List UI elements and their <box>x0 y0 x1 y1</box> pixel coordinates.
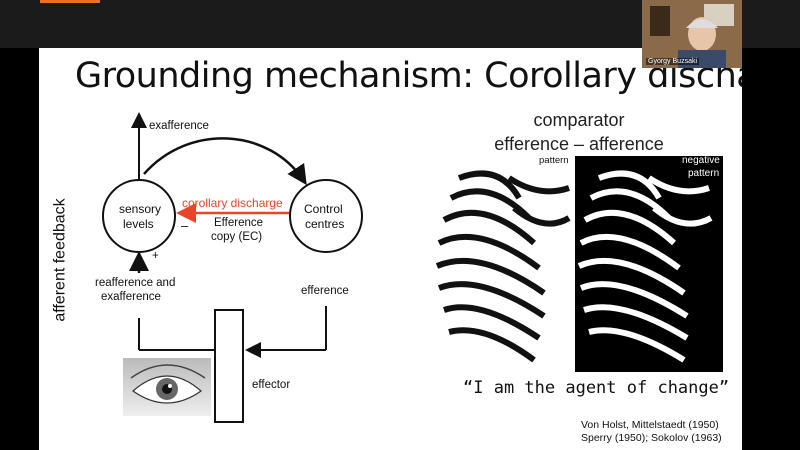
negative-label-2: pattern <box>688 168 720 179</box>
control-label: Control <box>304 202 343 216</box>
effector-label: effector <box>252 379 291 391</box>
exafference-label: exafference <box>149 120 209 132</box>
sensory-label: sensory <box>119 202 162 216</box>
webcam-name-label: Gyorgy Buzsaki <box>646 58 700 65</box>
control-centres-node <box>289 179 363 253</box>
reafference-label-2: exafference <box>101 291 161 303</box>
minus-label: – <box>181 218 189 233</box>
corollary-discharge-diagram <box>102 112 723 423</box>
slide: Grounding mechanism: Corollary discharge <box>39 48 742 450</box>
effector-box <box>214 309 244 423</box>
sensory-levels-node <box>102 179 176 253</box>
citation: Von Holst, Mittelstaedt (1950) Sperry (1… <box>581 419 722 445</box>
plus-label: + <box>152 250 159 262</box>
centres-label: centres <box>305 217 345 231</box>
efference-label: efference <box>301 285 349 297</box>
levels-label: levels <box>123 217 154 231</box>
citation-line-1: Von Holst, Mittelstaedt (1950) <box>581 419 719 431</box>
comparator-line-1: comparator <box>533 110 625 130</box>
zebra-pattern-image <box>427 160 575 372</box>
agent-of-change-quote: “I am the agent of change” <box>463 378 730 398</box>
efference-copy-label-1: Efference <box>214 217 264 229</box>
afferent-feedback-label: afferent feedback <box>51 198 69 322</box>
slide-title: Grounding mechanism: Corollary discharge <box>75 56 742 96</box>
right-black-strip <box>742 48 800 450</box>
comparator-heading: comparator efference – afference <box>459 108 699 156</box>
zebra-negative-pattern-image <box>575 156 723 372</box>
active-tab-indicator <box>40 0 100 3</box>
eye-image <box>123 358 211 416</box>
efference-copy-label-2: copy (EC) <box>211 231 263 243</box>
negative-label-1: negative <box>682 155 720 166</box>
webcam-feed[interactable]: Gyorgy Buzsaki <box>642 0 742 68</box>
comparator-line-2: efference – afference <box>494 134 664 154</box>
reafference-label-1: reafference and <box>95 277 176 289</box>
corollary-discharge-label: corollary discharge <box>182 196 283 210</box>
pattern-label: pattern <box>539 155 569 166</box>
citation-line-2: Sperry (1950); Sokolov (1963) <box>581 432 722 444</box>
webcam-person-image <box>642 0 742 68</box>
